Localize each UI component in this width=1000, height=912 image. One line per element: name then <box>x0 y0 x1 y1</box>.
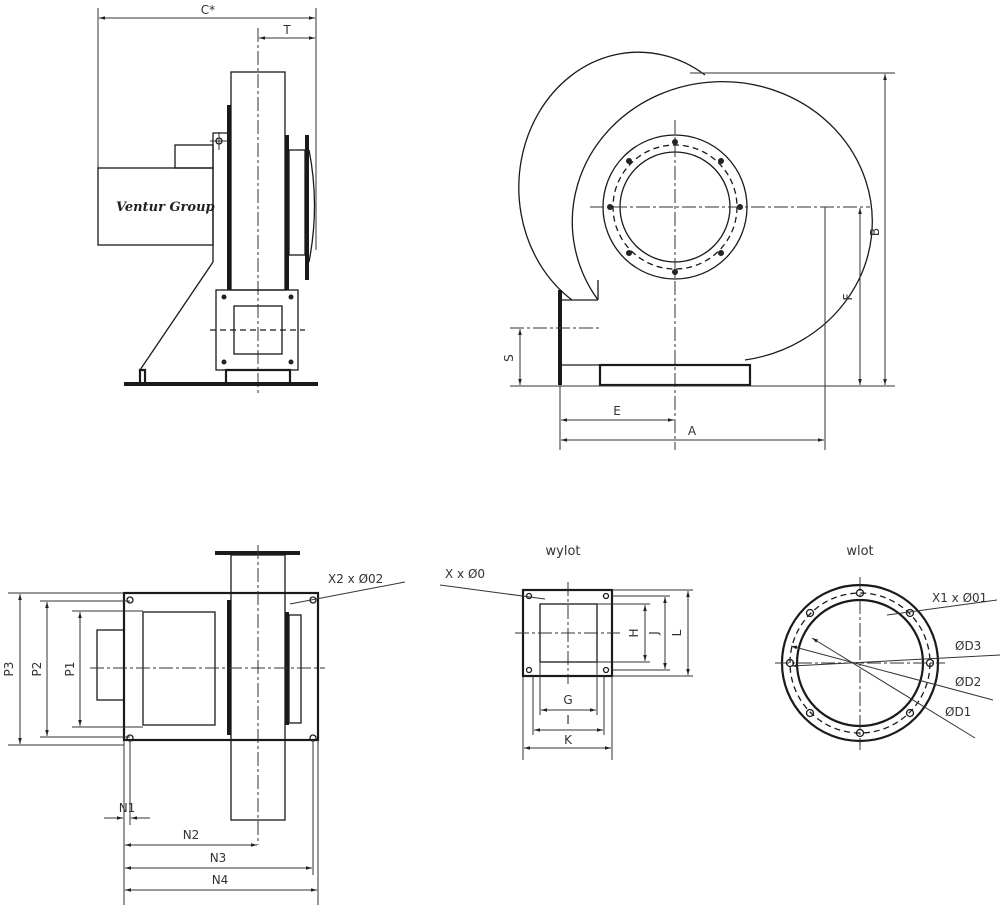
dim-s-label: S <box>502 354 516 362</box>
front-view: S E A F B <box>502 51 895 450</box>
outlet-holes-label: X x Ø0 <box>445 567 485 581</box>
dim-p2-label: P2 <box>30 662 44 677</box>
dim-e-label: E <box>613 404 621 418</box>
dim-i-label: I <box>566 713 570 727</box>
inlet-view: wlot X1 x Ø01 ØD3 ØD2 ØD1 <box>775 544 1000 750</box>
dim-n1-label: N1 <box>119 801 136 815</box>
dim-t-label: T <box>282 23 291 37</box>
outlet-title: wylot <box>546 544 581 559</box>
dim-g-label: G <box>563 693 572 707</box>
dim-n4-label: N4 <box>212 873 229 887</box>
outlet-view: wylot X x Ø0 H J L G I K <box>439 544 693 760</box>
dim-d1-label: ØD1 <box>945 705 971 719</box>
dim-d2-label: ØD2 <box>955 675 981 689</box>
dim-k-label: K <box>564 733 573 747</box>
dim-a-label: A <box>688 424 697 438</box>
dim-f-label: F <box>841 293 855 300</box>
dim-p1-label: P1 <box>63 662 77 677</box>
dim-n3-label: N3 <box>210 851 227 865</box>
dim-c-label: C* <box>201 3 215 17</box>
dim-d3-label: ØD3 <box>955 639 981 653</box>
dim-n2-label: N2 <box>183 828 200 842</box>
dim-h-label: H <box>627 628 641 637</box>
dim-l-label: L <box>670 629 684 636</box>
inlet-holes-label: X1 x Ø01 <box>932 591 987 605</box>
logo: Ventur Group <box>116 200 215 215</box>
dim-p3-label: P3 <box>2 662 16 677</box>
side-view: C* T Ventur Group <box>97 3 318 395</box>
inlet-title: wlot <box>846 544 873 559</box>
dim-b-label: B <box>868 228 882 236</box>
plan-view: X2 x Ø02 P3 P2 P1 N1 N2 N3 N4 <box>2 545 406 905</box>
dim-j-label: J <box>647 631 661 636</box>
plan-holes-label: X2 x Ø02 <box>328 572 383 586</box>
